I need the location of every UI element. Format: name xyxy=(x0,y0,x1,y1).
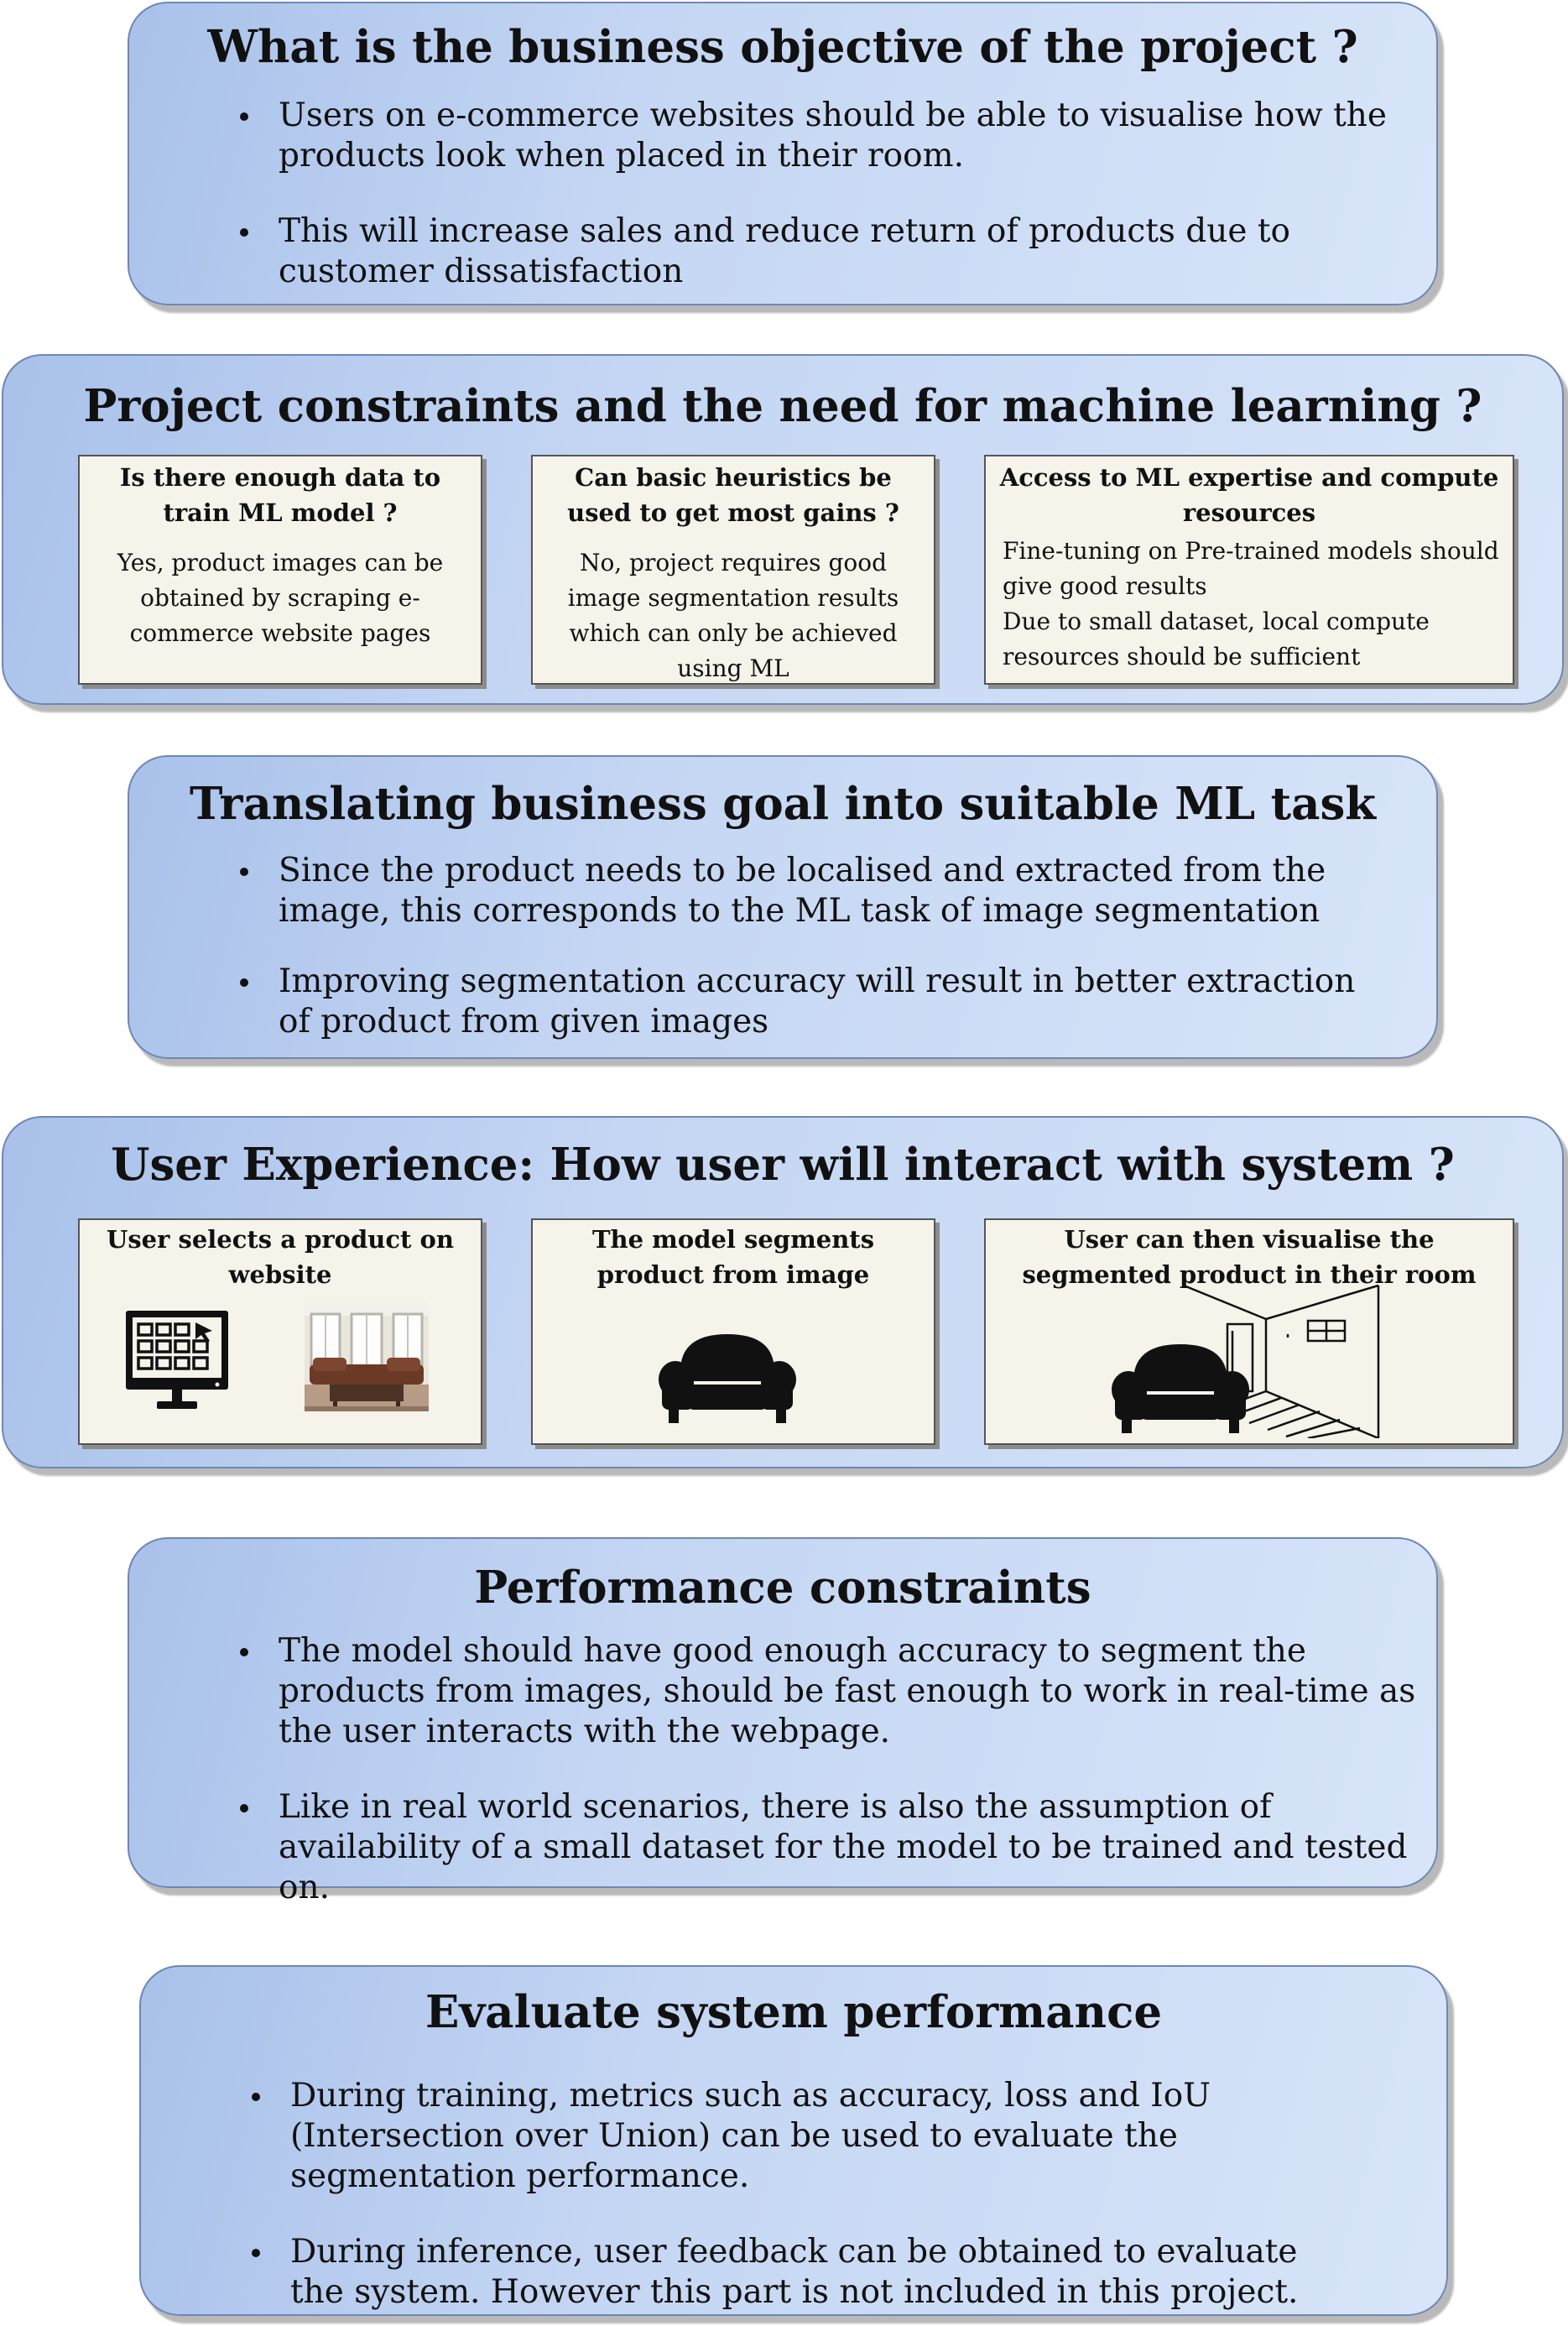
performance-constraints-title: Performance constraints xyxy=(474,1562,1091,1614)
project-constraints-title: Project constraints and the need for mac… xyxy=(83,380,1482,432)
model-segments-card: The model segments product from image xyxy=(531,1218,935,1445)
card-heading: User selects a product on website xyxy=(107,1225,454,1289)
performance-constraints-bullets: The model should have good enough accura… xyxy=(235,1631,1426,1908)
performance-constraints-panel: Performance constraints The model should… xyxy=(128,1537,1438,1906)
visualise-in-room-card: User can then visualise the segmented pr… xyxy=(984,1218,1514,1445)
translating-goal-title: Translating business goal into suitable … xyxy=(189,778,1377,830)
bullet-item: This will increase sales and reduce retu… xyxy=(235,211,1319,292)
living-room-photo xyxy=(305,1301,429,1411)
evaluate-performance-bullets: During training, metrics such as accurac… xyxy=(247,2076,1438,2313)
card-heading: Is there enough data to train ML model ? xyxy=(119,463,441,527)
bullet-item: Like in real world scenarios, there is a… xyxy=(235,1787,1445,1908)
armchair-icon xyxy=(659,1334,796,1423)
business-objective-panel: What is the business objective of the pr… xyxy=(128,2,1438,305)
bullet-item: Since the product needs to be localised … xyxy=(235,851,1436,931)
card-heading: The model segments product from image xyxy=(591,1225,875,1289)
evaluate-performance-panel: Evaluate system performance During train… xyxy=(139,1965,1448,2316)
project-constraints-panel: Project constraints and the need for mac… xyxy=(2,354,1564,705)
evaluate-performance-title: Evaluate system performance xyxy=(425,1986,1163,2038)
business-objective-bullets: Users on e-commerce websites should be a… xyxy=(235,96,1426,292)
card-body: No, project requires good image segmenta… xyxy=(567,549,899,682)
user-experience-title: User Experience: How user will interact … xyxy=(111,1139,1455,1191)
bullet-item: Users on e-commerce websites should be a… xyxy=(235,96,1436,176)
business-objective-title: What is the business objective of the pr… xyxy=(207,21,1358,73)
card-body: Fine-tuning on Pre-trained models should… xyxy=(1003,537,1499,670)
bullet-item: During training, metrics such as accurac… xyxy=(247,2076,1406,2197)
armchair-icon xyxy=(1112,1344,1249,1433)
card-heading: Access to ML expertise and compute resou… xyxy=(999,463,1499,527)
translating-goal-panel: Translating business goal into suitable … xyxy=(128,755,1438,1059)
user-selects-product-card: User selects a product on website xyxy=(78,1218,482,1445)
computer-monitor-icon xyxy=(126,1311,228,1409)
heuristics-card: Can basic heuristics be used to get most… xyxy=(531,455,935,685)
enough-data-card: Is there enough data to train ML model ?… xyxy=(78,455,482,685)
bullet-item: The model should have good enough accura… xyxy=(235,1631,1420,1752)
card-heading: User can then visualise the segmented pr… xyxy=(1022,1225,1477,1289)
bullet-item: Improving segmentation accuracy will res… xyxy=(235,962,1369,1042)
bullet-item: During inference, user feedback can be o… xyxy=(247,2232,1331,2313)
card-body: Yes, product images can be obtained by s… xyxy=(117,549,444,647)
card-heading: Can basic heuristics be used to get most… xyxy=(567,463,899,527)
translating-goal-bullets: Since the product needs to be localised … xyxy=(235,851,1426,1042)
user-experience-panel: User Experience: How user will interact … xyxy=(2,1116,1564,1468)
ml-expertise-card: Access to ML expertise and compute resou… xyxy=(984,455,1514,685)
